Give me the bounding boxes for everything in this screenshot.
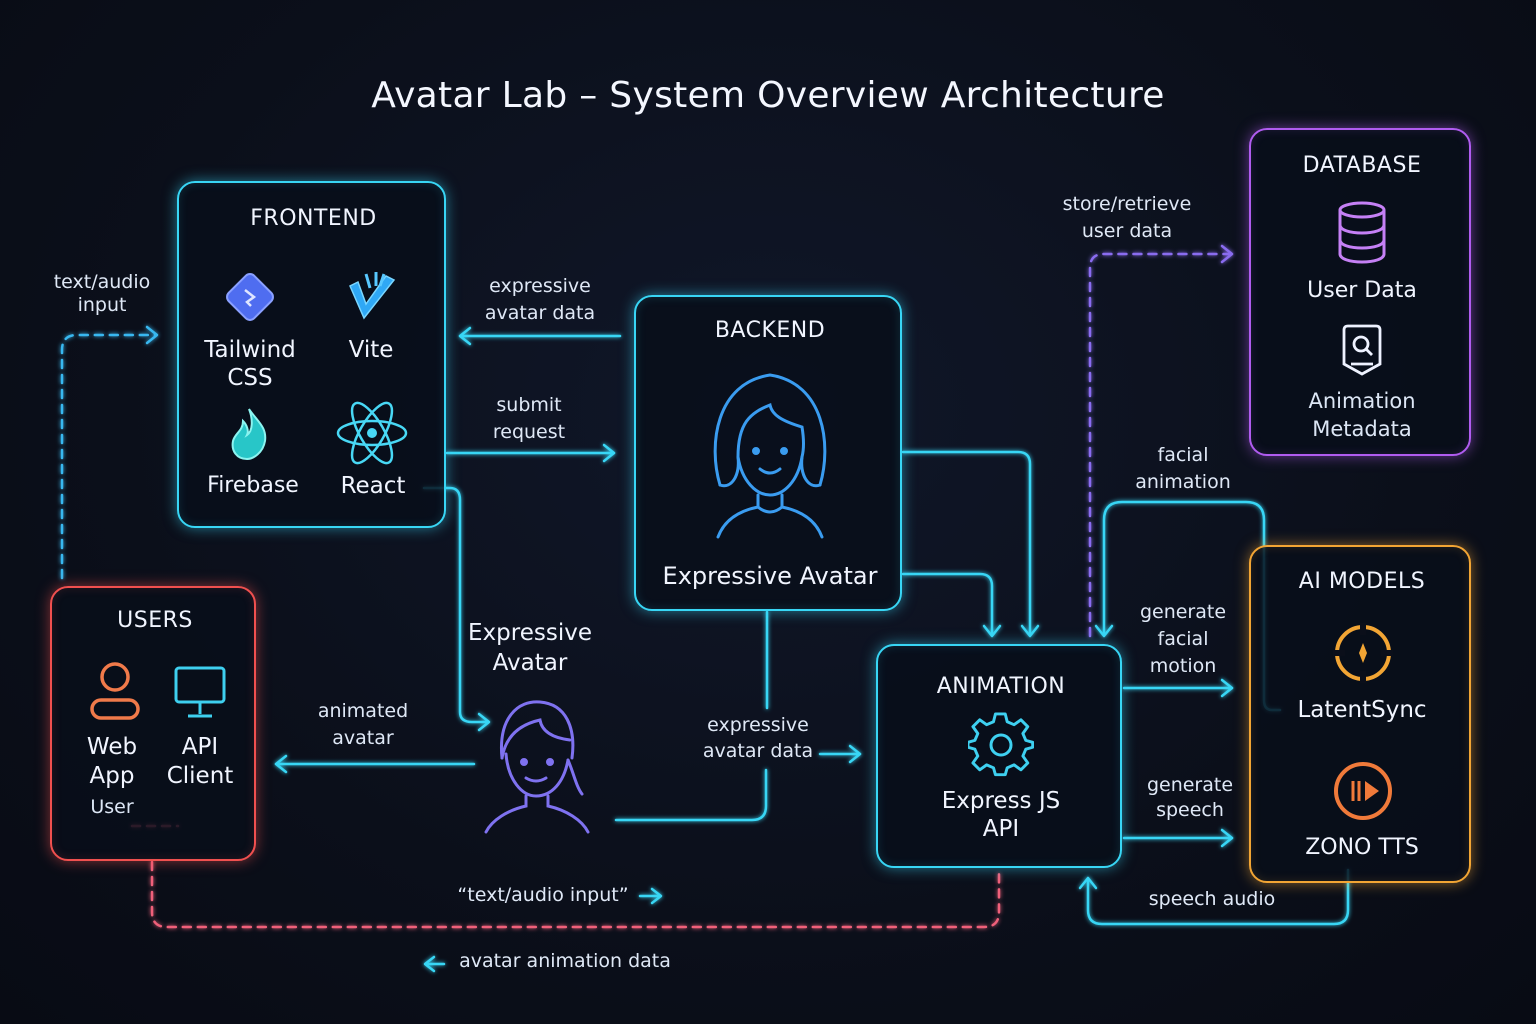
avatar-girl-icon — [484, 700, 590, 834]
edge-label-text-audio-input: text/audio input — [53, 271, 151, 316]
monitor-icon — [174, 666, 226, 718]
animation-box: ANIMATION Express JS API — [876, 644, 1122, 868]
tailwind-icon — [226, 273, 274, 321]
edge-label-speech-audio: speech audio — [1148, 888, 1276, 910]
users-heading: USERS — [117, 608, 193, 633]
user-icon — [90, 662, 140, 720]
database-heading: DATABASE — [1302, 153, 1422, 178]
users-item-label: API Client — [166, 734, 234, 790]
edge-label-facial-animation: facial animation — [1135, 444, 1231, 493]
edge-label-avatar-animation-data: avatar animation data — [459, 950, 671, 972]
users-item-label: Web App — [86, 734, 138, 790]
edge-label-generate-facial-motion: generate facial motion — [1139, 601, 1227, 678]
firebase-icon — [231, 408, 267, 461]
backend-heading: BACKEND — [714, 318, 826, 343]
edge-label-expressive-avatar-data-mid: expressive avatar data — [702, 714, 814, 762]
frontend-item-label: React — [340, 473, 406, 499]
avatar-face-icon — [713, 373, 827, 539]
ai-models-item-label: ZONO TTS — [1305, 835, 1419, 860]
edge-label-store-retrieve: store/retrieve user data — [1062, 193, 1192, 242]
edge-label-submit-request: submit request — [492, 394, 566, 443]
edge-label-animated-avatar: animated avatar — [317, 700, 409, 749]
ai-models-box: AI MODELS LatentSync ZONO TTS — [1249, 545, 1471, 883]
page-title: Avatar Lab – System Overview Architectur… — [371, 75, 1165, 116]
database-item-label: Animation Metadata — [1308, 389, 1416, 442]
edge-backend-to-animation-b — [901, 572, 994, 636]
metadata-icon — [1342, 324, 1382, 376]
edge-users-animation-loop — [150, 860, 1001, 929]
center-avatar-label: Expressive Avatar — [468, 620, 592, 677]
edge-users-to-frontend — [60, 333, 157, 580]
edge-animation-to-database — [1088, 252, 1234, 638]
tts-icon — [1334, 762, 1392, 820]
edge-label-expressive-avatar-data: expressive avatar data — [484, 275, 596, 324]
database-item-label: User Data — [1307, 278, 1417, 303]
ai-models-heading: AI MODELS — [1298, 569, 1426, 594]
backend-label: Expressive Avatar — [662, 562, 878, 590]
frontend-item-label: Firebase — [207, 473, 299, 498]
frontend-item-label: Vite — [348, 337, 394, 363]
edge-label-text-audio-input-quoted: “text/audio input” — [457, 884, 629, 906]
edge-tts-to-animation — [1086, 868, 1350, 926]
gear-icon — [968, 712, 1034, 777]
frontend-box: FRONTEND Tailwind CSS Vite Firebase — [177, 181, 446, 528]
latentsync-icon — [1333, 623, 1393, 683]
frontend-heading: FRONTEND — [250, 206, 377, 231]
database-box: DATABASE User Data Animation Metadata — [1249, 128, 1471, 456]
backend-box: BACKEND Expressive Avatar — [634, 295, 902, 611]
ai-models-item-label: LatentSync — [1297, 697, 1427, 723]
react-icon — [336, 401, 408, 465]
vite-icon — [349, 272, 396, 320]
edge-label-generate-speech: generate speech — [1146, 774, 1234, 821]
database-icon — [1338, 201, 1386, 264]
frontend-item-label: Tailwind CSS — [204, 337, 296, 391]
users-box: USERS Web App User API Client — [50, 586, 256, 861]
animation-heading: ANIMATION — [936, 674, 1066, 699]
edge-react-to-avatar — [422, 486, 490, 724]
users-item-sublabel: User — [90, 796, 134, 818]
animation-label: Express JS API — [941, 788, 1061, 842]
edge-backend-to-animation-a — [901, 450, 1032, 636]
